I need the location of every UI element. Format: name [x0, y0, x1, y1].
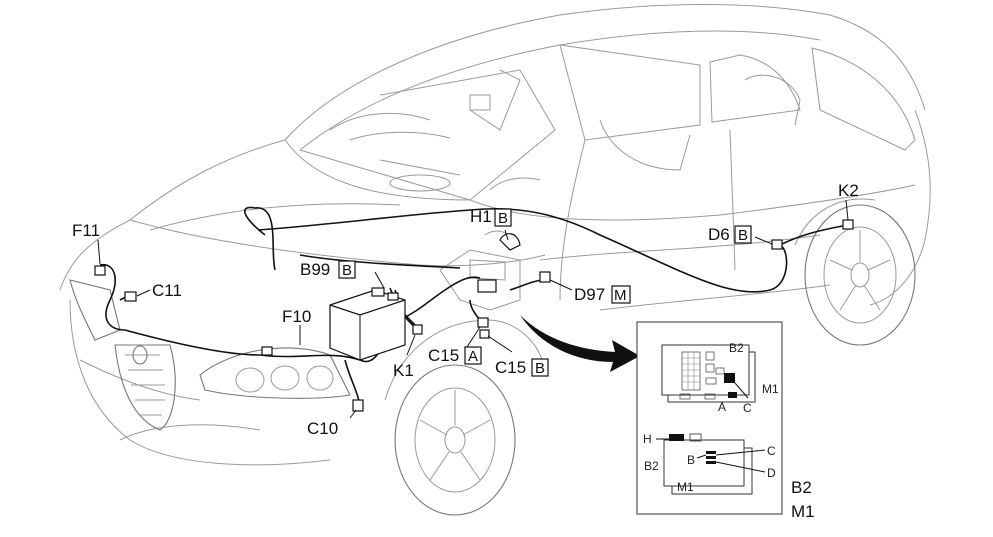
label-k2: K2 [838, 181, 859, 200]
label-h1-box: B [498, 210, 508, 227]
inset-bottom-m1: M1 [677, 480, 694, 494]
fusebox-connector-icon [477, 279, 497, 293]
connector-c15a-icon [477, 317, 489, 328]
inset-bottom-c: C [767, 444, 776, 458]
label-d97: D97 [574, 285, 605, 304]
label-d97-box: M [614, 287, 627, 304]
component-labels: F11 C11 F10 C10 K1 B99 B H1 B C15 A C15 … [72, 181, 859, 438]
label-k1: K1 [393, 361, 414, 380]
label-d6-box: B [738, 227, 748, 244]
inset-bottom-b2: B2 [644, 459, 659, 473]
connector-f11-icon [94, 265, 106, 276]
arrow-to-inset [520, 315, 640, 372]
label-c10: C10 [307, 419, 338, 438]
car-body-drawing [59, 3, 931, 516]
inset-bottom-b: B [687, 453, 695, 467]
label-c15a-box: A [468, 348, 478, 365]
inset-top-b2: B2 [729, 341, 744, 355]
label-d6: D6 [708, 225, 730, 244]
connector-f10-icon [261, 346, 273, 356]
inset-top-a: A [718, 400, 726, 414]
leader-lines [97, 199, 849, 419]
connector-d97-icon [539, 271, 551, 283]
inset-bottom-h: H [643, 432, 652, 446]
inset-bottom-unit: H B C D B2 M1 [643, 432, 776, 495]
label-h1: H1 [470, 207, 492, 226]
label-c11: C11 [152, 281, 182, 300]
connector-c15b-icon [479, 329, 490, 339]
connector-k2-icon [842, 219, 854, 230]
label-c15b: C15 [495, 358, 526, 377]
inset-caption-b2: B2 [791, 478, 812, 497]
connector-d6-icon [771, 239, 783, 250]
inset-bottom-d: D [767, 466, 776, 480]
battery-icon [329, 287, 406, 361]
label-b99: B99 [300, 260, 330, 279]
inset-top-c: C [743, 401, 752, 415]
connector-c11-icon [124, 291, 137, 302]
relay-k1-icon [412, 324, 423, 335]
inset-top-m1: M1 [762, 382, 779, 396]
inset-caption-m1: M1 [791, 502, 815, 521]
connector-c10-icon [352, 399, 364, 412]
label-c15a: C15 [428, 346, 459, 365]
horn-h1-icon [499, 233, 521, 251]
inset-top-unit: B2 M1 A C [661, 341, 779, 415]
label-f11: F11 [72, 221, 100, 240]
label-c15b-box: B [535, 360, 545, 377]
label-b99-box: B [342, 262, 352, 279]
inset-panel: B2 M1 A C H B C D B2 M1 [636, 321, 783, 515]
label-f10: F10 [282, 307, 311, 326]
components [94, 219, 854, 412]
